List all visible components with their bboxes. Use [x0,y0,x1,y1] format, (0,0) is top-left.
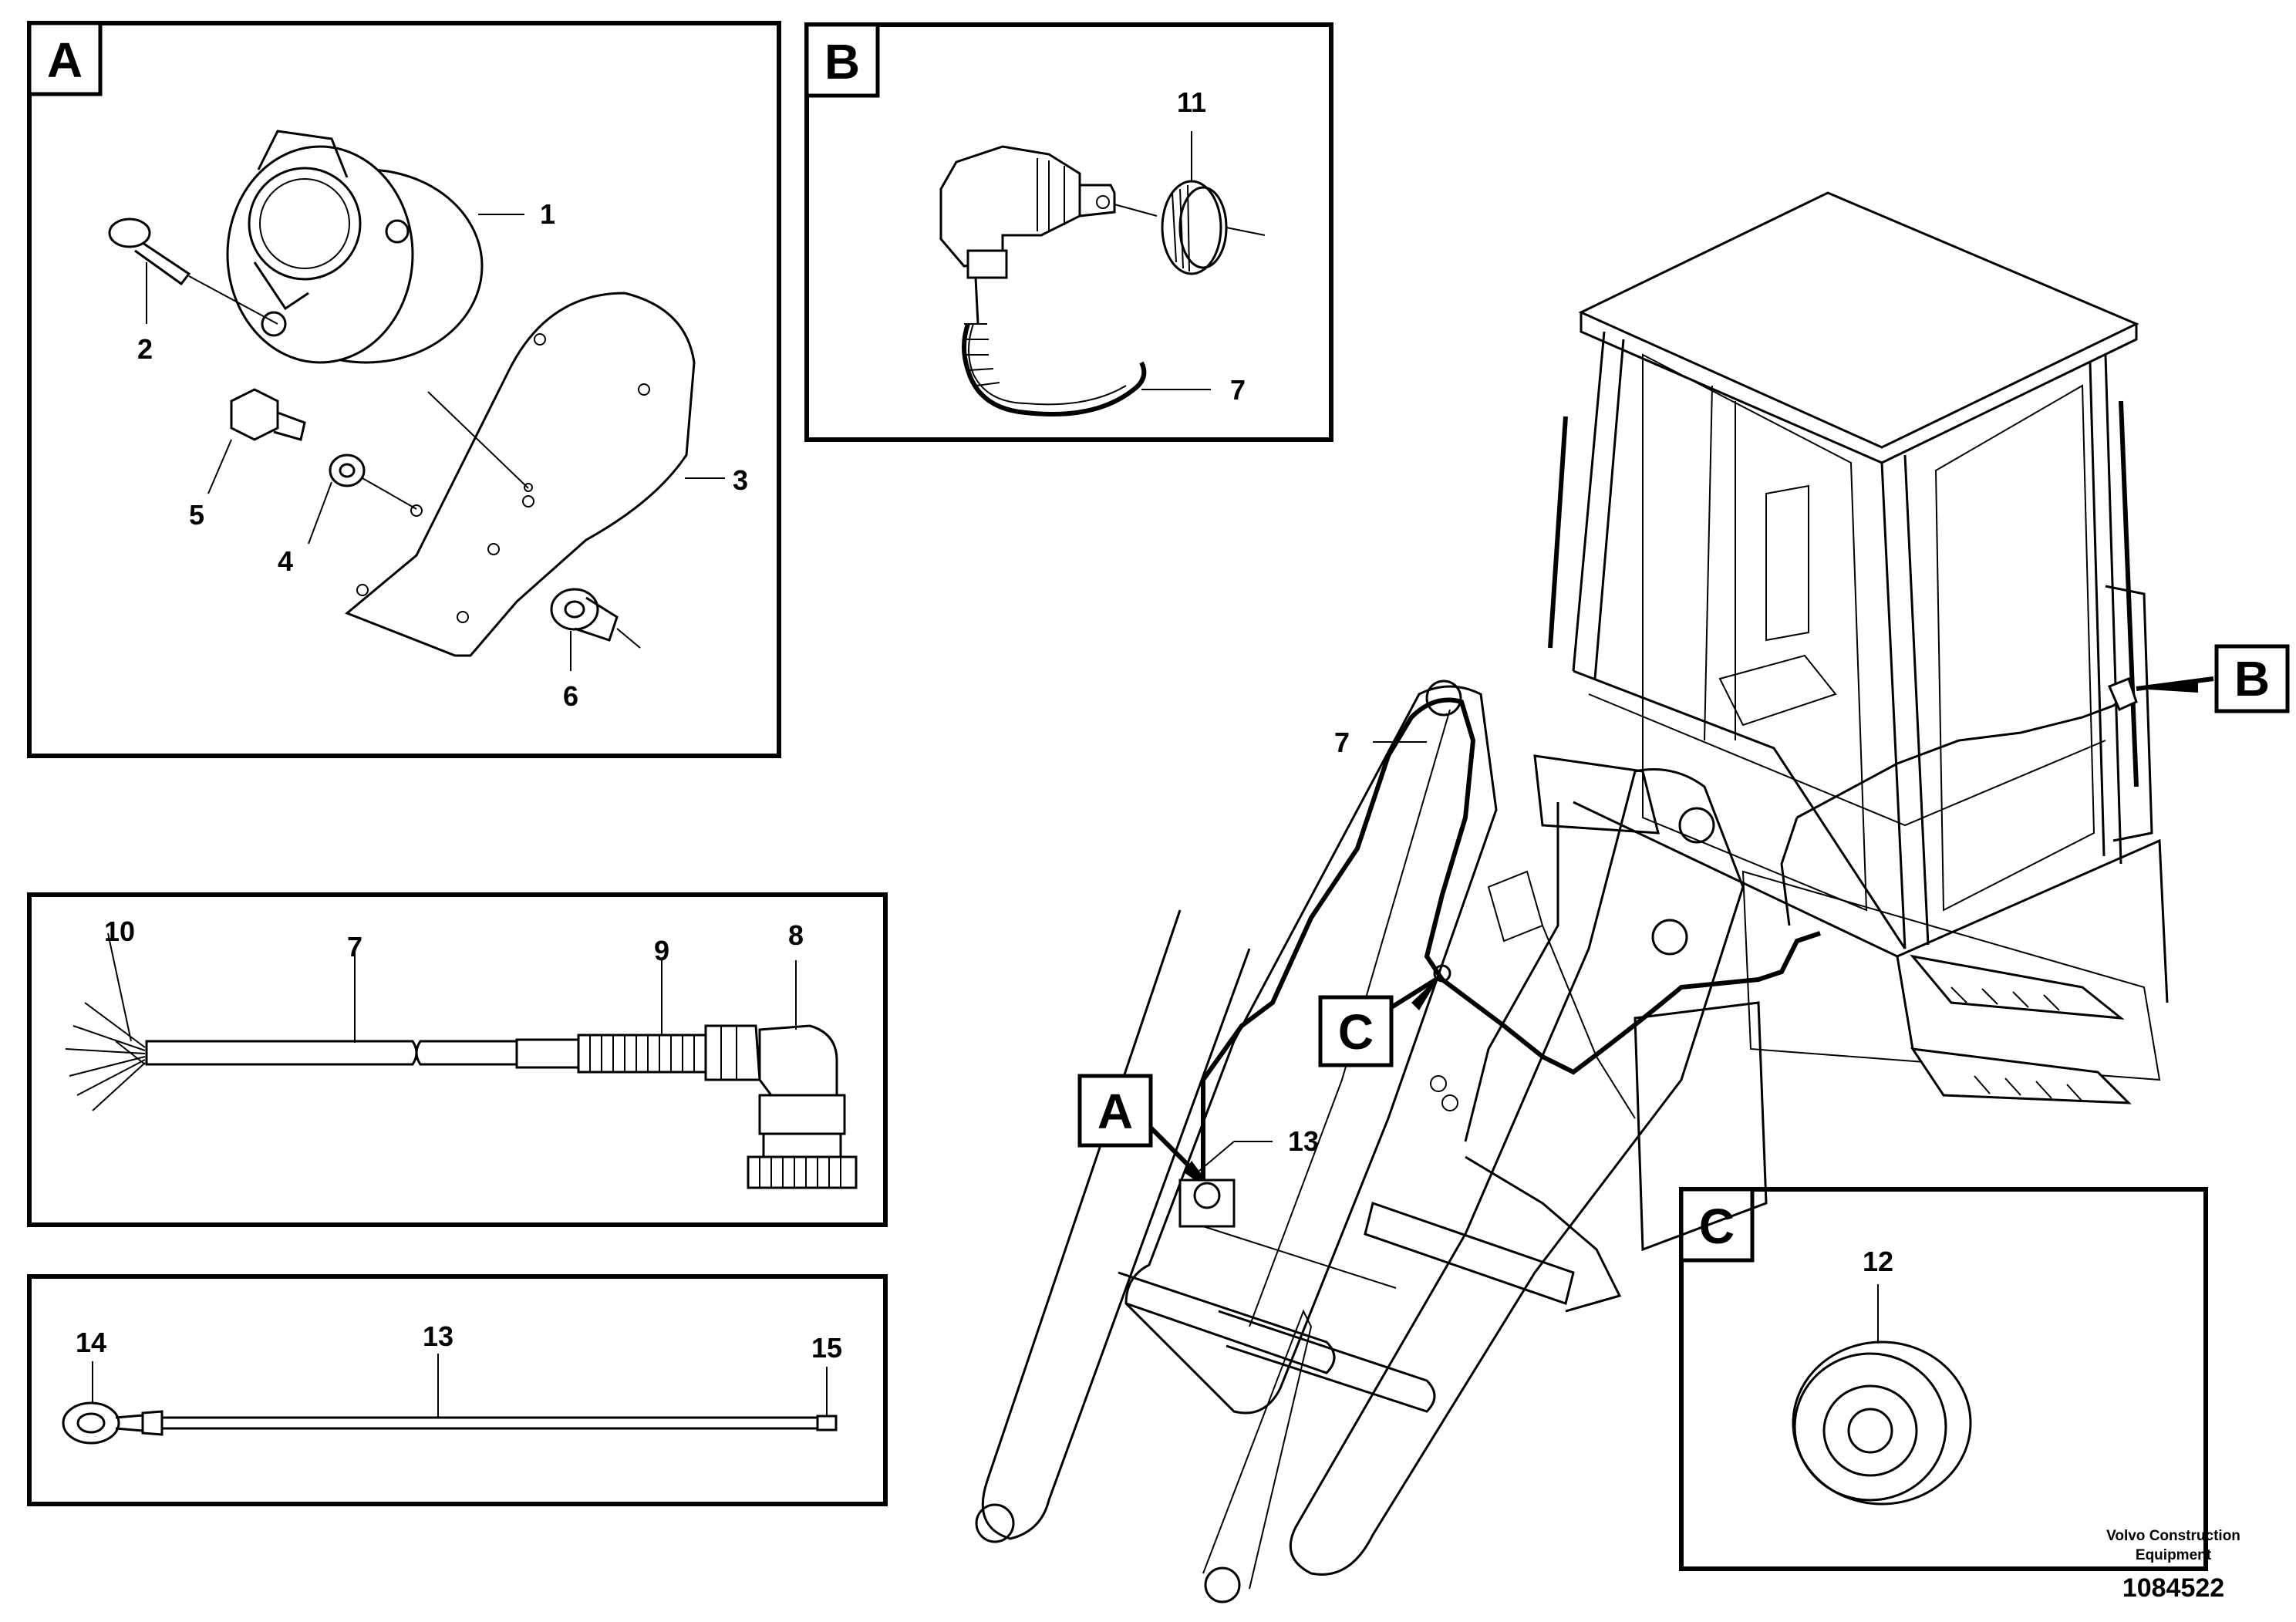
detail-panel-b: B 11 7 [804,22,1333,442]
machine-overview: B C A 7 13 [975,191,2290,1603]
cable-end-part-15 [816,1367,838,1431]
wire-ends-part-10 [65,932,146,1111]
panel-a-letter: A [47,32,83,88]
bolt-part-5 [207,388,306,494]
callout-10: 10 [104,916,135,947]
retaining-ring-part-11 [1161,131,1266,275]
cable-with-sleeve [962,277,1211,416]
angled-plug-part-8 [704,960,858,1189]
brand-line-2: Equipment [2136,1547,2212,1563]
brand-footer: Volvo Construction Equipment 1084522 [2106,1528,2240,1603]
angled-connector [939,145,1158,279]
cab [1548,191,2139,949]
cable-assembly-panel: 10 7 9 8 [27,892,888,1227]
grommet-part-12 [1792,1284,1972,1506]
panel-b-letter: B [824,34,860,89]
callout-2: 2 [137,333,153,365]
mounting-plate-part-3 [345,292,696,657]
ground-cable-panel: 14 13 15 [27,1274,888,1506]
drawing-number: 1084522 [2122,1573,2224,1603]
callout-15: 15 [811,1332,842,1364]
callout-12: 12 [1863,1246,1893,1277]
ring-terminal-part-14 [62,1361,144,1445]
brand-line-1: Volvo Construction [2106,1528,2240,1544]
callout-1: 1 [540,198,555,230]
callout-5: 5 [189,499,204,531]
detail-panel-c: C 12 [1679,1187,2208,1571]
socket-on-arm [1178,1179,1236,1228]
marker-b: B [2136,644,2290,713]
lift-arm-right [1202,768,1745,1603]
callout-8: 8 [788,919,804,951]
callout-7-cable: 7 [347,931,362,963]
cable-part-7 [145,949,580,1069]
corrugated-sleeve-part-9 [577,960,707,1074]
callout-7-detail-b: 7 [1230,374,1246,406]
callout-11: 11 [1177,86,1206,118]
callout-9: 9 [654,935,669,966]
socket-part-1 [226,130,484,364]
marker-c-letter: C [1338,1004,1374,1060]
marker-b-letter: B [2234,651,2270,706]
pivot-tower [1430,754,1768,1313]
wiring-harness [1201,677,2138,1228]
grommet-part-6 [550,588,641,671]
callout-3: 3 [733,464,748,496]
callout-14: 14 [76,1327,106,1358]
washer-part-4 [308,454,417,545]
detail-panel-a: A [27,21,781,758]
marker-a-letter: A [1097,1084,1133,1139]
lift-arm-left [975,679,1498,1543]
callout-13-main: 13 [1288,1125,1319,1157]
callout-7-main: 7 [1334,727,1350,758]
callout-13-ground: 13 [423,1320,453,1352]
callout-6: 6 [563,680,578,712]
chassis [1573,585,2169,1104]
screw-part-2 [108,218,278,325]
callout-4: 4 [278,545,293,577]
marker-c: C [1318,975,1441,1067]
cross-tubes [1118,1202,1575,1413]
